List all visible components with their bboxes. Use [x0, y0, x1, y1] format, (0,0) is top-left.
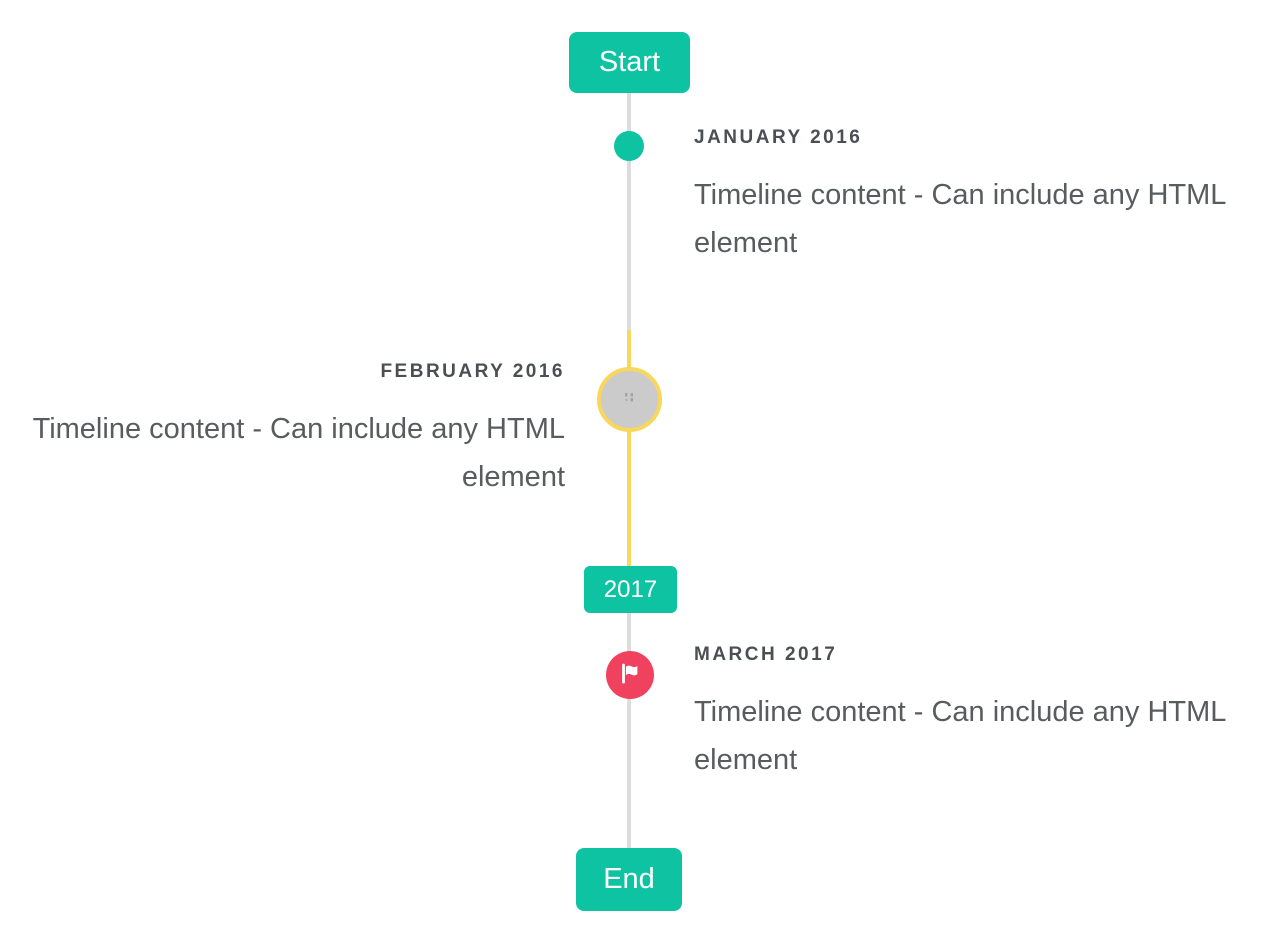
entry-date: FEBRUARY 2016	[380, 361, 565, 382]
timeline-entry-january: JANUARY 2016 Timeline content - Can incl…	[694, 127, 1234, 267]
entry-body: Timeline content - Can include any HTML …	[694, 179, 1226, 259]
flag-icon	[617, 660, 643, 691]
timeline-start-label: Start	[598, 46, 661, 78]
timeline-end-badge: End	[576, 848, 682, 911]
timeline-marker-image-february	[597, 367, 662, 432]
timeline-year-badge: 2017	[584, 566, 677, 613]
entry-date: MARCH 2017	[694, 644, 838, 665]
timeline-end-label: End	[603, 863, 655, 895]
timeline-entry-march: MARCH 2017 Timeline content - Can includ…	[694, 644, 1234, 784]
timeline-marker-dot-january	[614, 131, 644, 161]
timeline-line-highlight	[627, 330, 631, 567]
timeline-start-badge: Start	[569, 32, 690, 93]
entry-date: JANUARY 2016	[694, 127, 863, 148]
entry-body: Timeline content - Can include any HTML …	[694, 696, 1226, 776]
entry-body: Timeline content - Can include any HTML …	[32, 413, 565, 493]
timeline-entry-february: FEBRUARY 2016 Timeline content - Can inc…	[25, 361, 565, 501]
broken-image-icon	[622, 391, 637, 409]
timeline-marker-flag-march	[606, 651, 654, 699]
timeline-year-label: 2017	[603, 575, 658, 603]
